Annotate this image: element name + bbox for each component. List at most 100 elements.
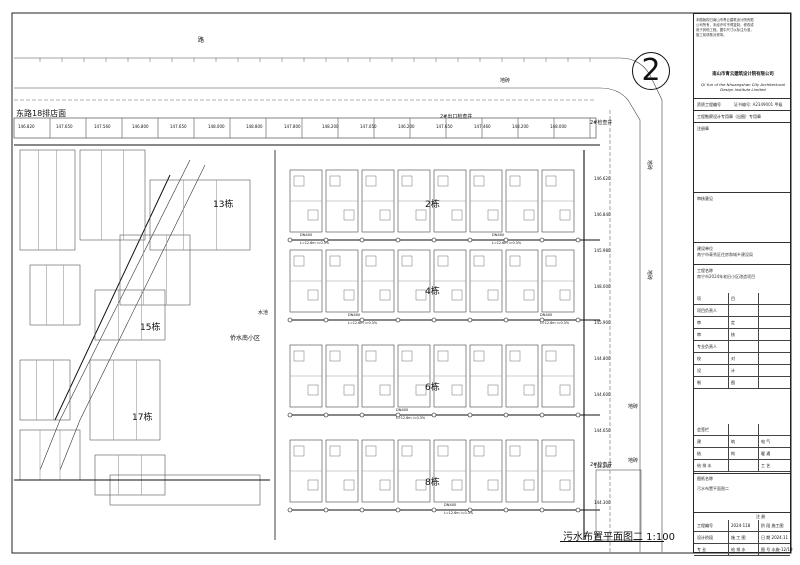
manhole <box>287 237 293 243</box>
room <box>307 209 319 221</box>
road-label: 地砖 <box>646 270 653 280</box>
room <box>451 289 463 301</box>
table-cell: 审 <box>697 332 701 337</box>
drawing-name-label: 图纸名称 <box>697 476 713 481</box>
room <box>559 479 571 491</box>
table-cell: 暖 通 <box>761 451 771 456</box>
divider <box>694 473 790 474</box>
manhole <box>431 507 437 513</box>
table-cell: 制 <box>697 380 701 385</box>
cell-divider <box>758 532 759 544</box>
table-cell: 结 <box>697 451 701 456</box>
diagonal-road <box>39 159 191 471</box>
cert-value: 证书编号: A2349001 甲级 <box>734 102 783 107</box>
building-label: 4栋 <box>425 285 440 297</box>
outfall-label: 2#检查井 <box>590 119 612 126</box>
room <box>545 255 557 267</box>
cell-divider <box>758 317 759 329</box>
room <box>293 175 305 187</box>
table-cell: 构 <box>731 451 735 456</box>
cell-divider <box>758 520 759 532</box>
manhole <box>359 237 365 243</box>
room <box>509 175 521 187</box>
road-label: 地砖 <box>646 160 653 170</box>
elevation-label: 146.200 <box>398 124 415 129</box>
room <box>293 350 305 362</box>
client-value: 南宁市青秀区住房和城乡建设局 <box>697 252 753 257</box>
building-label: 8栋 <box>425 476 440 488</box>
elevation-label: 147.650 <box>436 124 453 129</box>
sheet-index-marker: 2 <box>632 52 670 90</box>
street-label: 东路18排店面 <box>16 108 66 118</box>
table-row: 设计阶段施 工 图日 期 2024.11 <box>694 532 790 544</box>
room <box>379 479 391 491</box>
manhole <box>359 317 365 323</box>
table-cell: 定 <box>731 320 735 325</box>
room <box>451 479 463 491</box>
room <box>365 350 377 362</box>
table-cell: 图 号 水施-12/19 <box>761 547 793 552</box>
table-row: 审核 <box>694 329 790 341</box>
pipe-size-label: DN400 <box>396 408 409 412</box>
table-row: 专业负责人 <box>694 341 790 353</box>
divider <box>694 98 790 99</box>
cell-divider <box>758 448 759 460</box>
table-cell: 设计阶段 <box>697 535 713 540</box>
cell-divider <box>728 353 729 365</box>
table-cell: 项 <box>697 296 701 301</box>
cell-divider <box>728 317 729 329</box>
room <box>365 175 377 187</box>
room <box>415 479 427 491</box>
building-footprint <box>89 359 161 441</box>
manhole <box>575 507 581 513</box>
outfall-label: 2#出口检查井 <box>440 113 472 120</box>
room <box>473 175 485 187</box>
room <box>523 209 535 221</box>
manhole <box>467 317 473 323</box>
elevation-label: 144.800 <box>594 356 611 361</box>
table-cell: 2024-118 <box>731 523 751 528</box>
room <box>473 255 485 267</box>
elevation-label: 144.300 <box>594 500 611 505</box>
company-name-english: Qi Yun of the Nhuangshan City Architectu… <box>701 82 785 92</box>
pipe-size-label: DN400 <box>492 233 505 237</box>
room <box>437 255 449 267</box>
manhole <box>467 507 473 513</box>
room <box>559 289 571 301</box>
pipe-spec-label: L=12.6m i=0.3% <box>444 511 474 515</box>
facility-label: 水池 <box>258 309 268 316</box>
room <box>437 445 449 457</box>
room <box>473 445 485 457</box>
room <box>545 445 557 457</box>
building-label: 17栋 <box>132 411 152 423</box>
elevation-label: 146.840 <box>594 212 611 217</box>
manhole <box>431 237 437 243</box>
pipe-spec-label: L=12.6m i=0.3% <box>396 416 426 420</box>
room <box>487 289 499 301</box>
table-cell: 建 <box>697 439 701 444</box>
cell-divider <box>728 424 729 436</box>
room <box>559 209 571 221</box>
cell-divider <box>758 424 759 436</box>
room <box>415 289 427 301</box>
room <box>545 350 557 362</box>
table-row: 校对 <box>694 353 790 365</box>
table-row: 给 排 水工 艺 <box>694 460 790 472</box>
approval-label: 审核意见 <box>697 196 713 201</box>
room <box>329 445 341 457</box>
room <box>307 384 319 396</box>
divider <box>694 192 790 193</box>
room <box>451 209 463 221</box>
cell-divider <box>728 305 729 317</box>
stamp-label: 工程勘察设计专用章（出图）专用章 <box>697 114 761 119</box>
pump-station <box>595 469 642 541</box>
table-row: 专 业给 排 水图 号 水施-12/19 <box>694 544 793 556</box>
manhole <box>539 237 545 243</box>
building-footprint <box>109 474 261 506</box>
table-cell: 计 <box>731 368 735 373</box>
pipe-spec-label: L=12.6m i=0.3% <box>540 321 570 325</box>
table-cell: 审 <box>697 320 701 325</box>
manhole <box>323 237 329 243</box>
elevation-label: 146.620 <box>594 176 611 181</box>
